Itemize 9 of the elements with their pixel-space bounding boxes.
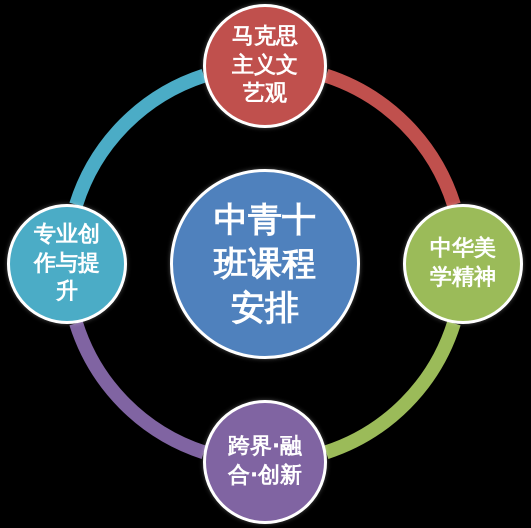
ring-arc [324,69,460,208]
center-circle: 中青十班课程安排 [170,169,360,359]
topic-circle: 专业创作与提升 [7,204,127,324]
ring-arc [70,320,206,459]
topic-circle: 马克思主义文艺观 [203,4,327,128]
ring-arc [70,69,206,208]
topic-circle: 中华美学精神 [403,204,523,324]
ring-arc [324,320,460,459]
topic-circle: 跨界·融合·创新 [203,400,327,524]
